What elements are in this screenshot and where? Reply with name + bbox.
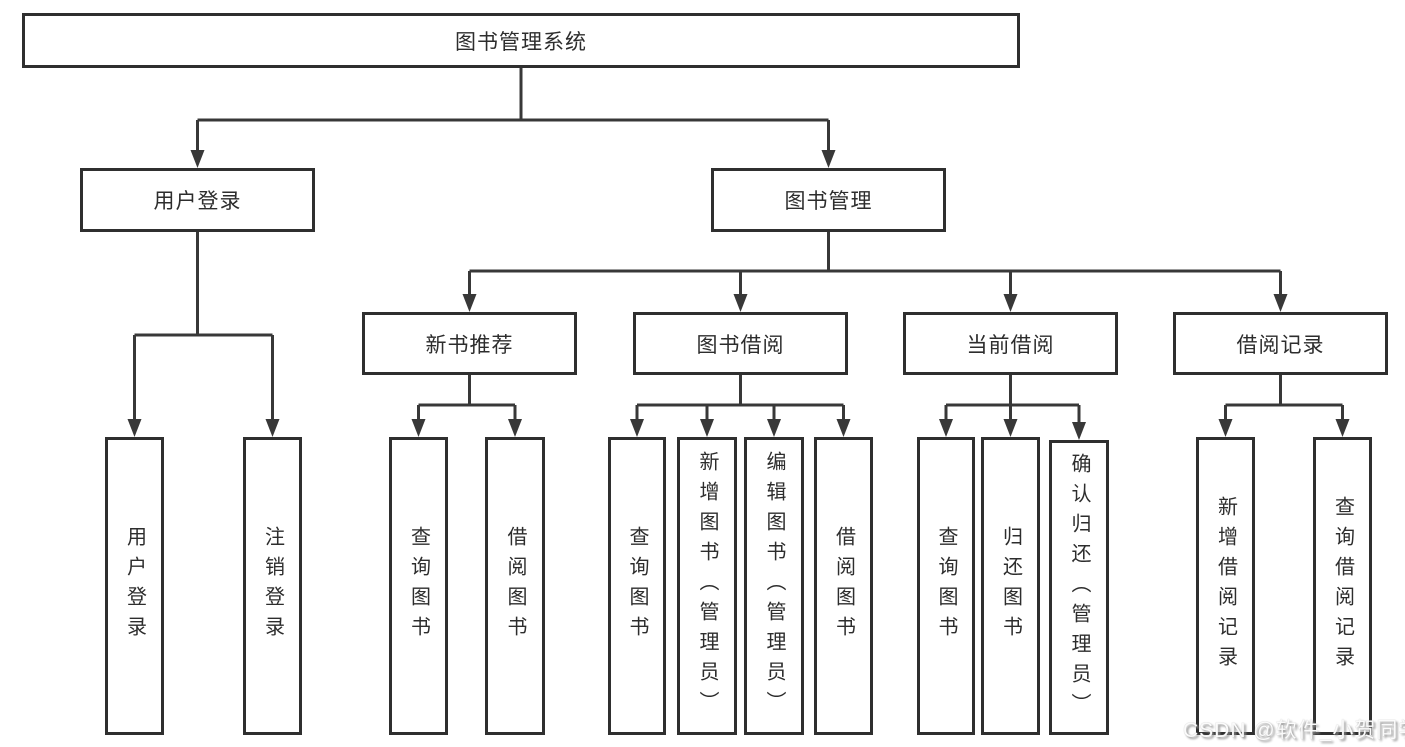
leaf-query-books-borrowing: 查询图书 <box>608 437 666 735</box>
connector-current-borrowing-subtree <box>939 375 1086 440</box>
leaf-label: 查询图书 <box>407 526 430 646</box>
arrowhead-leaf-borrow-books-2 <box>836 419 851 437</box>
arrowhead-book-management <box>821 150 836 168</box>
leaf-query-borrow-record: 查询借阅记录 <box>1313 437 1372 735</box>
arrowhead-leaf-confirm-return <box>1072 422 1086 440</box>
leaf-label: 借阅图书 <box>504 526 526 646</box>
connector-book-management-subtree <box>462 232 1288 312</box>
arrowhead-leaf-query-record <box>1335 419 1350 437</box>
connector-line <box>417 375 517 422</box>
node-new-book-recommend: 新书推荐 <box>362 312 577 375</box>
arrowhead-current-borrowing <box>1003 294 1018 312</box>
leaf-return-books: 归还图书 <box>981 437 1040 735</box>
connector-line <box>1224 375 1344 422</box>
leaf-confirm-return-admin: 确认归还（管理员） <box>1049 440 1109 735</box>
watermark-csdn: CSDN @软件_小贺同学 <box>1183 719 1405 742</box>
arrowhead-leaf-borrow-books-1 <box>508 419 522 437</box>
leaf-add-borrow-record: 新增借阅记录 <box>1196 437 1255 735</box>
leaf-logout: 注销登录 <box>243 437 302 735</box>
leaf-label: 编辑图书（管理员） <box>763 451 785 721</box>
connector-root-to-level2 <box>190 68 836 168</box>
connector-line <box>133 232 274 422</box>
connector-line <box>468 232 1282 297</box>
node-book-management: 图书管理 <box>711 168 946 232</box>
leaf-edit-books-admin: 编辑图书（管理员） <box>744 437 804 735</box>
arrowhead-new-book-recommend <box>462 294 477 312</box>
connector-line <box>635 375 845 422</box>
connector-book-borrowing-subtree <box>630 375 851 437</box>
leaf-label: 用户登录 <box>123 526 146 646</box>
arrowhead-leaf-return-books <box>1003 419 1018 437</box>
leaf-label: 查询图书 <box>626 526 648 646</box>
leaf-label: 确认归还（管理员） <box>1068 452 1090 723</box>
arrowhead-book-borrowing <box>733 294 748 312</box>
leaf-borrow-books-recommend: 借阅图书 <box>485 437 545 735</box>
arrowhead-leaf-logout <box>265 419 280 437</box>
arrowhead-leaf-user-login <box>127 419 142 437</box>
arrowhead-leaf-query-books-3 <box>939 419 953 437</box>
node-current-borrowing: 当前借阅 <box>903 312 1118 375</box>
leaf-query-books-current: 查询图书 <box>917 437 975 735</box>
connector-line <box>196 68 830 153</box>
node-book-borrowing: 图书借阅 <box>633 312 848 375</box>
leaf-label: 归还图书 <box>999 526 1022 646</box>
arrowhead-leaf-add-record <box>1218 419 1233 437</box>
node-borrowing-records: 借阅记录 <box>1173 312 1388 375</box>
arrowhead-user-login <box>190 150 205 168</box>
leaf-label: 借阅图书 <box>832 526 855 646</box>
arrowhead-leaf-query-books-1 <box>411 419 426 437</box>
leaf-add-books-admin: 新增图书（管理员） <box>677 437 737 735</box>
arrowhead-leaf-add-books <box>700 419 714 437</box>
leaf-borrow-books-borrowing: 借阅图书 <box>814 437 873 735</box>
leaf-label: 查询图书 <box>935 526 957 646</box>
node-library-system: 图书管理系统 <box>22 13 1020 68</box>
node-user-login: 用户登录 <box>80 168 315 232</box>
connector-user-login-subtree <box>127 232 280 437</box>
leaf-query-books-recommend: 查询图书 <box>389 437 448 735</box>
leaf-label: 新增借阅记录 <box>1214 496 1237 676</box>
connector-borrowing-records-subtree <box>1218 375 1350 437</box>
leaf-label: 查询借阅记录 <box>1331 496 1354 676</box>
leaf-label: 注销登录 <box>261 526 284 646</box>
connector-new-book-recommend-subtree <box>411 375 522 437</box>
arrowhead-leaf-query-books-2 <box>630 419 644 437</box>
arrowhead-leaf-edit-books <box>767 419 781 437</box>
connector-line <box>944 375 1081 425</box>
leaf-label: 新增图书（管理员） <box>696 451 718 721</box>
leaf-user-login: 用户登录 <box>105 437 164 735</box>
arrowhead-borrowing-records <box>1273 294 1288 312</box>
